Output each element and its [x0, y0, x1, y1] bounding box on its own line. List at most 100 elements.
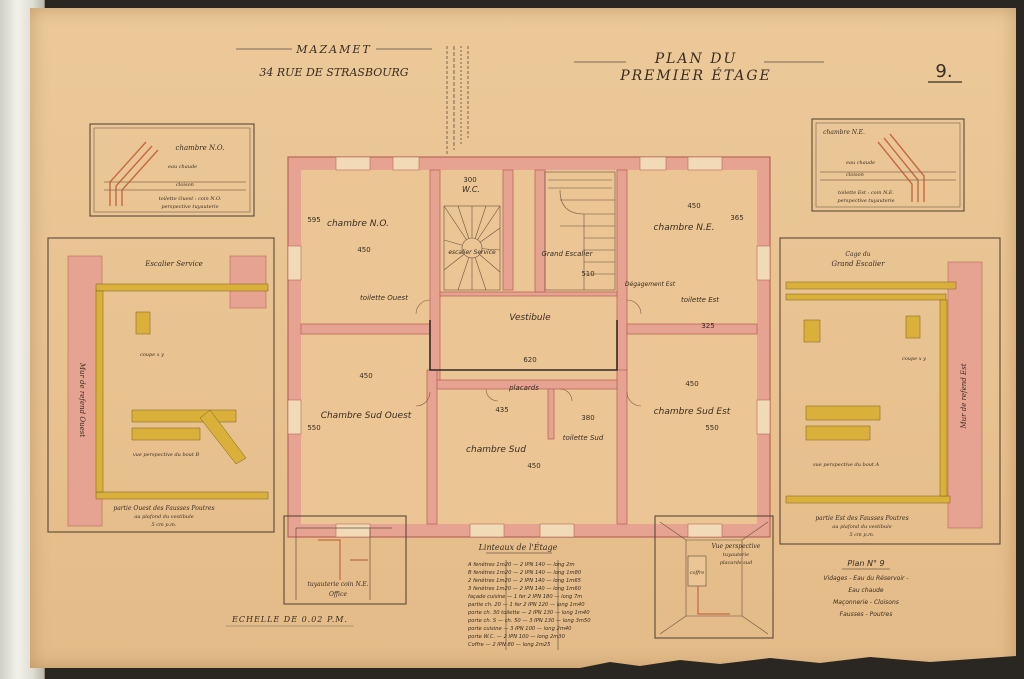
nw-inset-label-2: cloison — [176, 182, 194, 188]
room-toilette-sud: toilette Sud — [563, 434, 604, 442]
ne-inset-caption: toilette Est : coin N.E. — [838, 190, 894, 196]
office-caption-2: Office — [329, 591, 347, 598]
escalier-persp-label: vue perspective du bout B — [133, 452, 200, 458]
legend-row: B fenêtres 1m20 — 2 IPN 140 — long 1m80 — [468, 569, 582, 576]
mur-refend-ouest-label: Mur de refend Ouest — [78, 362, 86, 438]
town-name: MAZAMET — [295, 43, 371, 56]
escalier-scale: 5 cm p.m. — [151, 522, 176, 528]
grand-escalier-caption-2: au plafond du vestibule — [832, 524, 891, 530]
title-plan-du: PLAN DU — [654, 51, 738, 67]
interior-walls — [300, 169, 758, 525]
dim-label: 450 — [527, 462, 540, 470]
office-caption: tuyauterie coin N.E. — [307, 581, 368, 588]
legend-linteaux: Linteaux de l'Étage A fenêtres 1m20 — 2 … — [467, 543, 591, 650]
legend-row: porte W.C. — 2 IPN 100 — long 2m30 — [467, 634, 566, 640]
room-degagement-est: Dégagement Est — [625, 281, 676, 288]
inset-office: tuyauterie coin N.E. Office — [283, 515, 407, 605]
room-placards: placards — [508, 384, 539, 392]
plan-info-line-3: Maçonnerie - Cloisons — [833, 599, 899, 606]
legend-row: partie ch. 20 — 1 fer 2 IPN 120 — long 1… — [467, 602, 585, 608]
legend-row: 3 fenêtres 1m20 — 2 IPN 140 — long 1m60 — [468, 585, 582, 592]
legend-row: 2 fenêtres 1m20 — 2 IPN 140 — long 1m65 — [468, 577, 582, 584]
dimension-labels: 300 450 365 450 595 450 620 450 550 435 … — [307, 176, 743, 470]
legend-title: Linteaux de l'Étage — [478, 543, 558, 552]
room-chambre-sud-est: chambre Sud Est — [654, 407, 731, 417]
mur-refend-est-label: Mur de refend Est — [960, 363, 968, 429]
escalier-caption: partie Ouest des Fausses Poutres — [113, 505, 214, 512]
vue-persp-sub: tuyauterie — [723, 552, 749, 558]
main-floor-plan: chambre N.O. chambre N.E. W.C. escalier … — [287, 156, 771, 538]
dim-label: 510 — [581, 270, 594, 278]
grand-staircase — [544, 171, 616, 291]
dim-label: 450 — [359, 372, 372, 380]
grand-escalier-caption: partie Est des Fausses Poutres — [815, 515, 908, 522]
sheet-number: 9. — [935, 61, 952, 82]
room-escalier-service: escalier Service — [448, 249, 496, 256]
dim-label: 365 — [730, 214, 743, 222]
plan-info: Plan N° 9 Vidages - Eau du Réservoir - E… — [823, 559, 908, 618]
room-vestibule: Vestibule — [509, 313, 551, 323]
torn-edge — [580, 656, 1016, 679]
ne-inset-label-2: cloison — [846, 172, 864, 178]
dim-label: 450 — [685, 380, 698, 388]
vertical-handwritten-note — [446, 46, 469, 156]
legend-row: Coffre — 2 IPN 80 — long 2m25 — [468, 642, 551, 648]
header: MAZAMET 34 RUE DE STRASBOURG PLAN DU PRE… — [236, 43, 962, 156]
plan-info-line-4: Fausses - Poutres — [840, 611, 893, 618]
legend-row: porte cuisine — 3 IPN 100 — long 2m40 — [467, 626, 572, 632]
windows — [287, 156, 771, 538]
room-wc: W.C. — [462, 185, 480, 194]
inset-nw-detail: chambre N.O. eau chaude cloison toilette… — [89, 123, 255, 217]
dim-label: 550 — [705, 424, 718, 432]
legend-row: porte ch. S — ch. 50 — 3 IPN 130 — long … — [467, 618, 591, 624]
nw-inset-caption: toilette Ouest : coin N.O. — [159, 196, 222, 202]
dim-label: 595 — [307, 216, 320, 224]
nw-inset-label-1: eau chaude — [168, 164, 197, 170]
inset-grand-escalier: Cage du Grand Escalier coupe x y vue per… — [779, 237, 1001, 545]
ne-inset-title: chambre N.E. — [823, 129, 865, 136]
plan-number-title: Plan N° 9 — [847, 559, 884, 568]
street-address: 34 RUE DE STRASBOURG — [259, 66, 408, 79]
room-chambre-sud-ouest: Chambre Sud Ouest — [321, 411, 412, 421]
plan-info-line-1: Vidages - Eau du Réservoir - — [823, 575, 908, 582]
grand-escalier-scale: 5 cm p.m. — [849, 532, 874, 538]
legend-row: porte ch. 30 toilette — 2 IPN 130 — long… — [467, 610, 590, 616]
grand-escalier-coupe: coupe x y — [902, 356, 926, 362]
echelle-text: ECHELLE DE 0.02 P.M. — [231, 615, 348, 624]
escalier-coupe-label: coupe x y — [140, 352, 164, 358]
room-chambre-sud: chambre Sud — [466, 445, 526, 455]
legend-row: A fenêtres 1m20 — 2 IPN 140 — long 2m — [467, 561, 575, 568]
legend-row: façade cuisine — 1 fer 2 IPN 180 — long … — [468, 594, 582, 600]
grand-escalier-persp: vue perspective du bout A — [813, 462, 880, 468]
plan-info-line-2: Eau chaude — [848, 587, 884, 594]
dim-label: 620 — [523, 356, 536, 364]
vue-persp-coffre-label: coffre — [690, 570, 705, 576]
room-toilette-ouest: toilette Ouest — [360, 294, 408, 302]
escalier-service-title: Escalier Service — [144, 260, 203, 268]
dim-label: 550 — [307, 424, 320, 432]
dim-label: 380 — [581, 414, 594, 422]
nw-inset-caption-2: perspective tuyauterie — [161, 204, 218, 210]
door-swings — [415, 299, 642, 407]
title-premier-etage: PREMIER ÉTAGE — [619, 66, 772, 84]
dim-label: 435 — [495, 406, 508, 414]
ne-inset-caption-2: perspective tuyauterie — [837, 198, 894, 204]
inset-vue-perspective: Vue perspective tuyauterie placards sud … — [654, 515, 774, 639]
vue-persp-sub-2: placards sud — [720, 560, 752, 566]
dim-label: 450 — [357, 246, 370, 254]
room-chambre-ne: chambre N.E. — [654, 223, 715, 233]
room-chambre-no: chambre N.O. — [327, 219, 389, 229]
scale-label: ECHELLE DE 0.02 P.M. — [226, 615, 354, 627]
dim-label: 300 — [463, 176, 476, 184]
room-toilette-est: toilette Est — [681, 296, 719, 304]
inset-escalier-service: Escalier Service Mur de refend Ouest cou… — [47, 237, 275, 533]
escalier-caption-2: au plafond du vestibule — [134, 514, 193, 520]
dim-label: 325 — [701, 322, 714, 330]
ne-inset-label-1: eau chaude — [846, 160, 875, 166]
vue-persp-title: Vue perspective — [712, 543, 761, 550]
grand-escalier-title-1: Cage du — [845, 251, 870, 258]
room-grand-escalier: Grand Escalier — [542, 250, 594, 258]
grand-escalier-title-2: Grand Escalier — [831, 260, 885, 268]
